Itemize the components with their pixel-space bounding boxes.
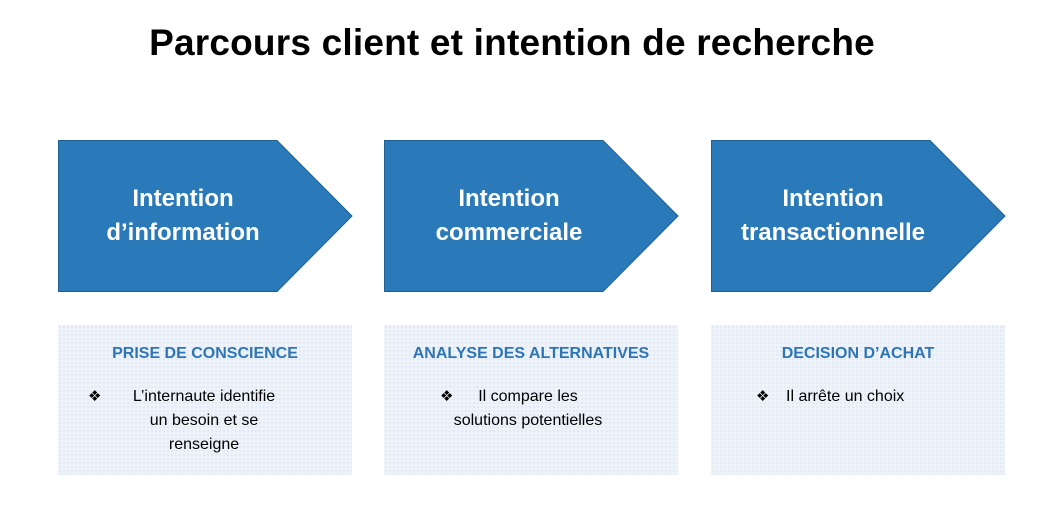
diagram-title: Parcours client et intention de recherch… [149,22,875,63]
stage-label: Intention commerciale [384,140,634,292]
description-panel-prise-de-conscience: PRISE DE CONSCIENCE ❖ L’internaute ident… [58,325,352,475]
panel-heading: ANALYSE DES ALTERNATIVES [412,345,650,362]
panel-heading: PRISE DE CONSCIENCE [112,345,298,362]
diamond-bullet-icon: ❖ [756,388,770,405]
stage-label-line1: Intention [458,185,560,212]
diamond-bullet-icon: ❖ [88,388,102,405]
arrow-shape [58,140,353,292]
description-panel-analyse-des-alternatives: ANALYSE DES ALTERNATIVES ❖ Il compare le… [384,325,678,475]
stage-arrow-transactionnelle: Intention transactionnelle [711,140,1007,292]
stage-arrow-commerciale: Intention commerciale [384,140,680,292]
description-panel-decision-d-achat: DECISION D’ACHAT ❖ Il arrête un choix [711,325,1005,475]
stage-label: Intention d’information [58,140,308,292]
bullet-text: Il arrête un choix [786,388,905,405]
diamond-bullet-icon: ❖ [440,388,454,405]
stage-label-line1: Intention [782,185,884,212]
bullet-text: L’internaute identifie un besoin et se r… [132,388,276,453]
stage-label-line1: Intention [132,185,234,212]
stage-label-line2: transactionnelle [740,219,926,246]
stage-label: Intention transactionnelle [711,140,955,292]
arrow-shape [384,140,679,292]
arrow-shape [711,140,1006,292]
stage-label-line2: d’information [106,219,260,246]
bullet-text: Il compare les solutions potentielles [453,388,603,429]
panel-heading: DECISION D’ACHAT [781,345,935,362]
stage-label-line2: commerciale [435,219,583,246]
stage-arrow-information: Intention d’information [58,140,354,292]
